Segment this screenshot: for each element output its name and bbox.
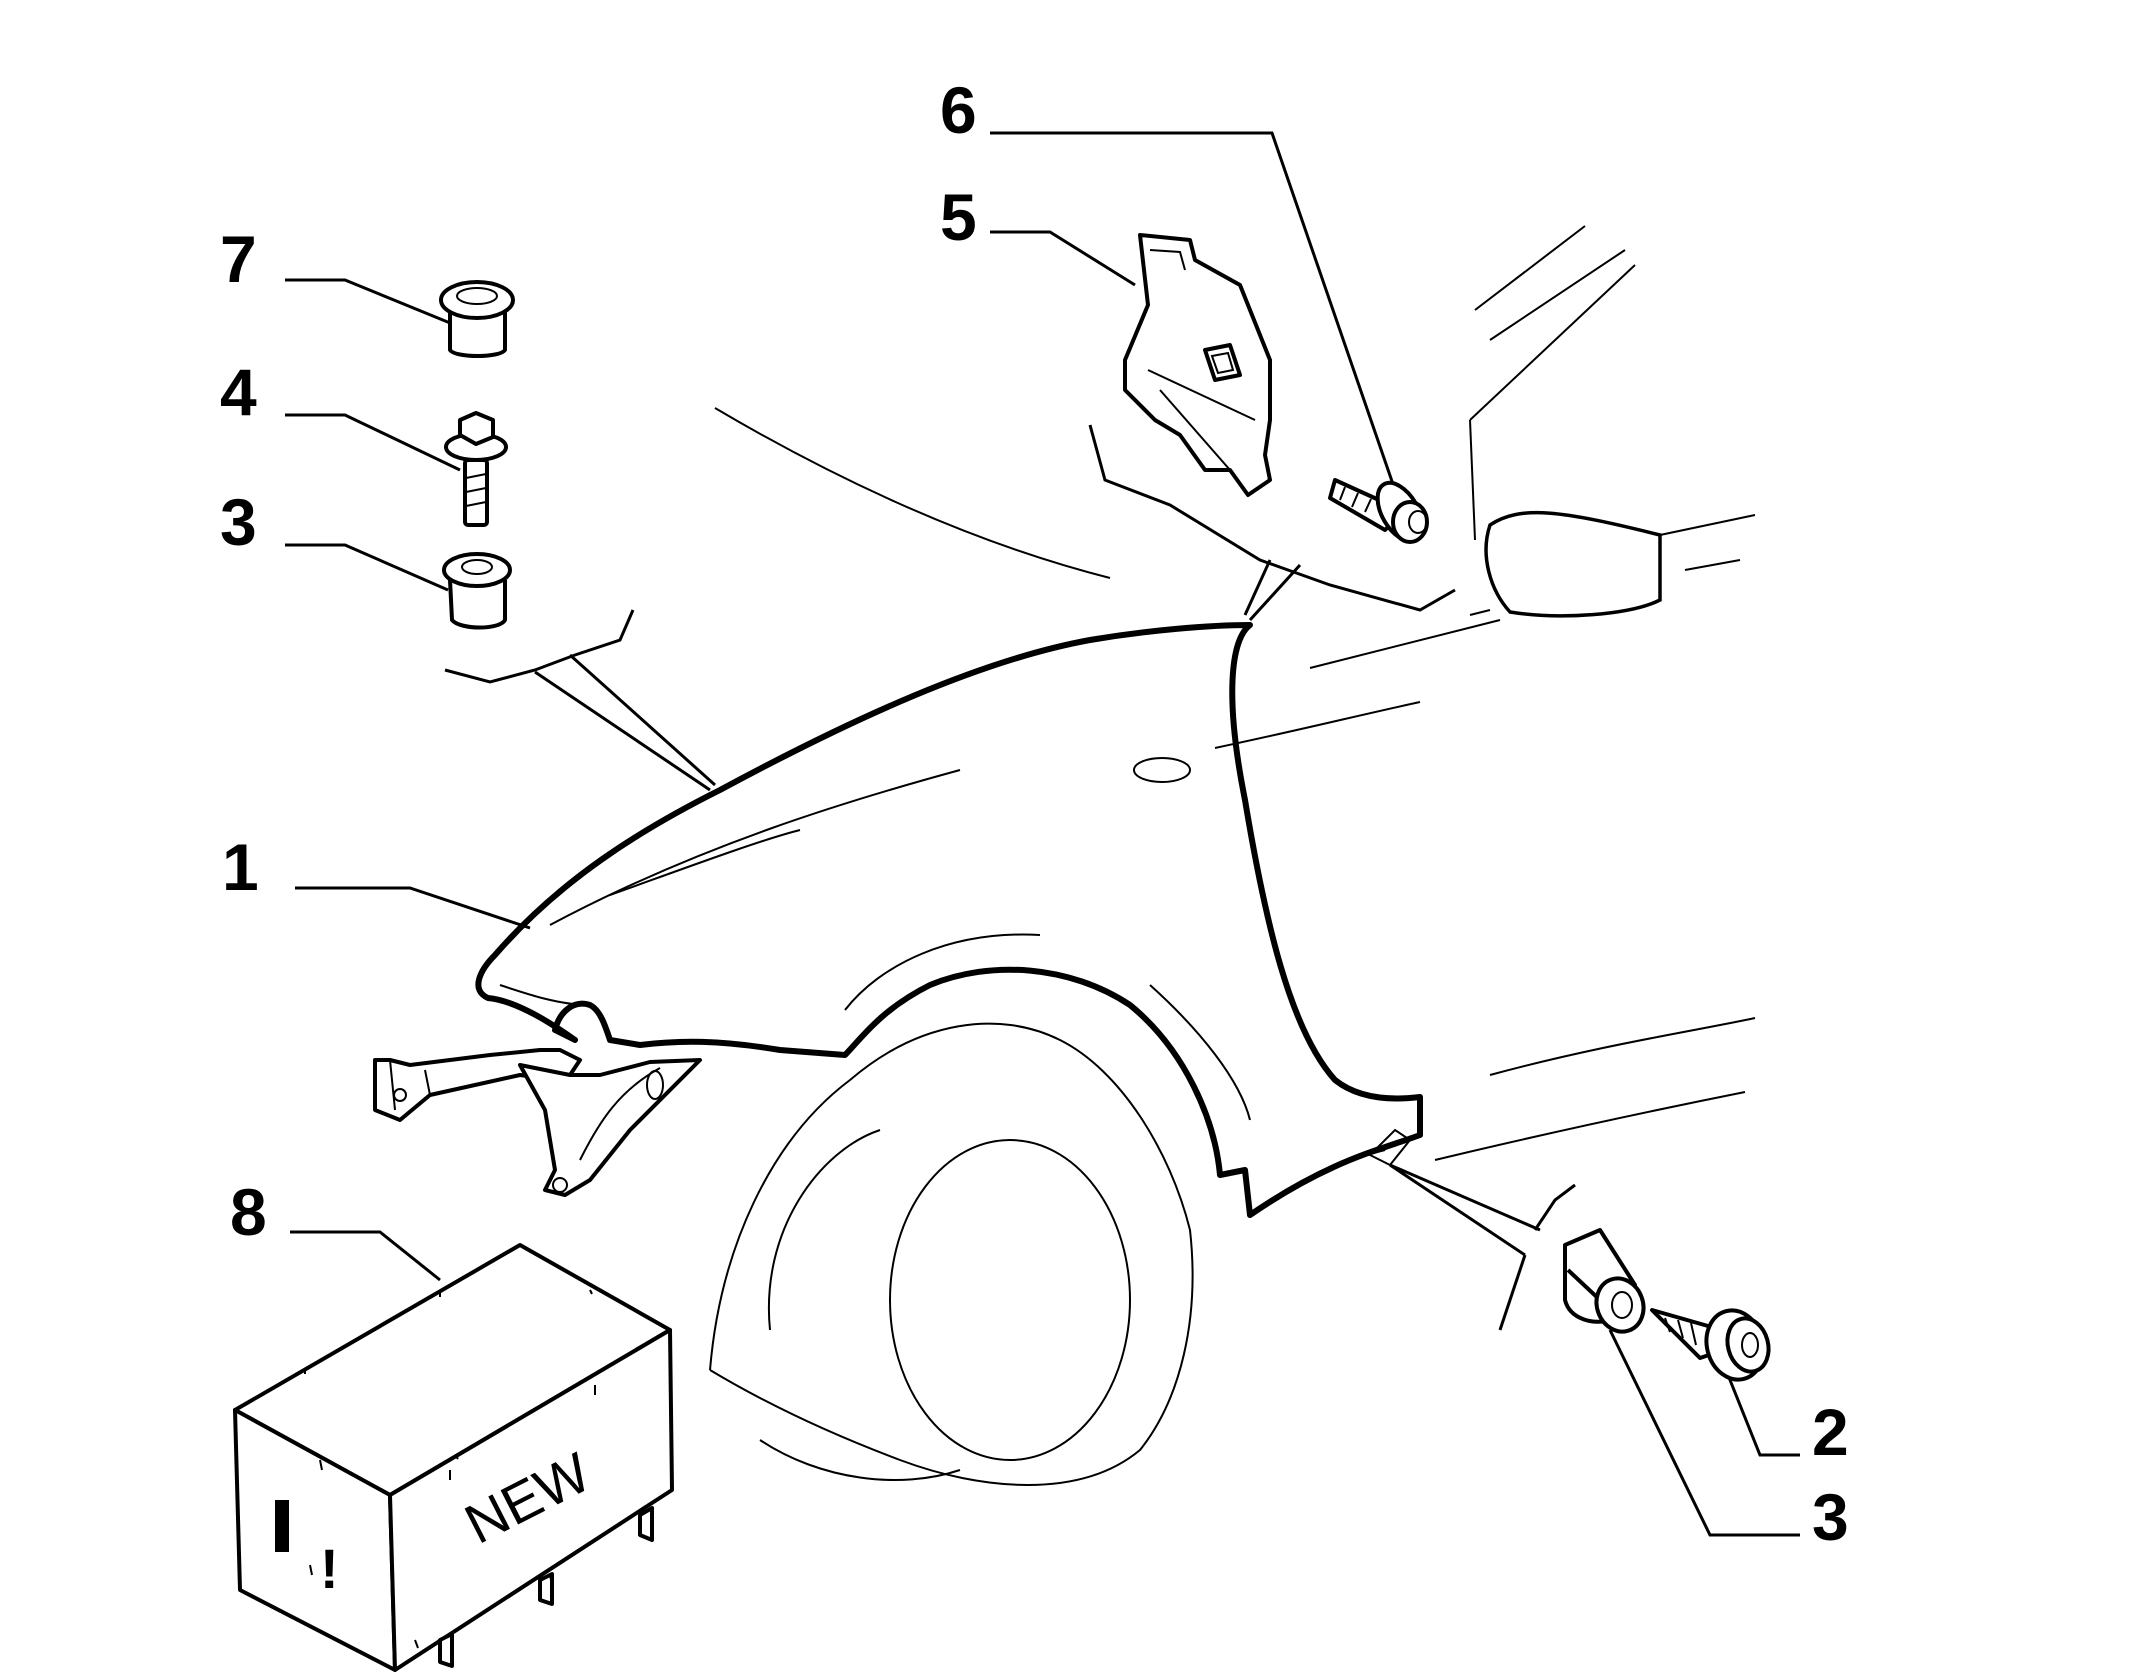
bushing-part-3-upper <box>442 552 512 630</box>
callout-1: 1 <box>222 830 259 904</box>
plug-part-7 <box>439 280 515 358</box>
callout-4: 4 <box>220 355 257 429</box>
bushing-part-3-lower <box>1563 1228 1646 1334</box>
callout-3-upper: 3 <box>220 485 257 559</box>
bolt-part-4 <box>444 411 508 527</box>
front-bracket <box>373 1048 702 1197</box>
car-body-outline <box>549 225 1756 1486</box>
screw-part-6 <box>1328 478 1429 544</box>
box-mark-text: ! <box>320 1537 339 1600</box>
bracket-part-5 <box>1123 233 1272 497</box>
screw-part-2 <box>1650 1308 1771 1382</box>
callout-3-lower: 3 <box>1812 1480 1849 1554</box>
fender-panel <box>475 622 1423 1218</box>
callout-5: 5 <box>940 180 977 254</box>
box-mark-bar <box>275 1500 289 1552</box>
callout-6: 6 <box>940 73 977 147</box>
callout-2: 2 <box>1812 1395 1849 1469</box>
callout-7: 7 <box>220 222 257 296</box>
new-parts-box: ! NEW <box>233 1243 674 1672</box>
callout-labels: 1 2 3 3 4 5 6 7 8 <box>220 73 1849 1554</box>
leader-lines <box>285 131 1800 1537</box>
callout-8: 8 <box>230 1175 267 1249</box>
